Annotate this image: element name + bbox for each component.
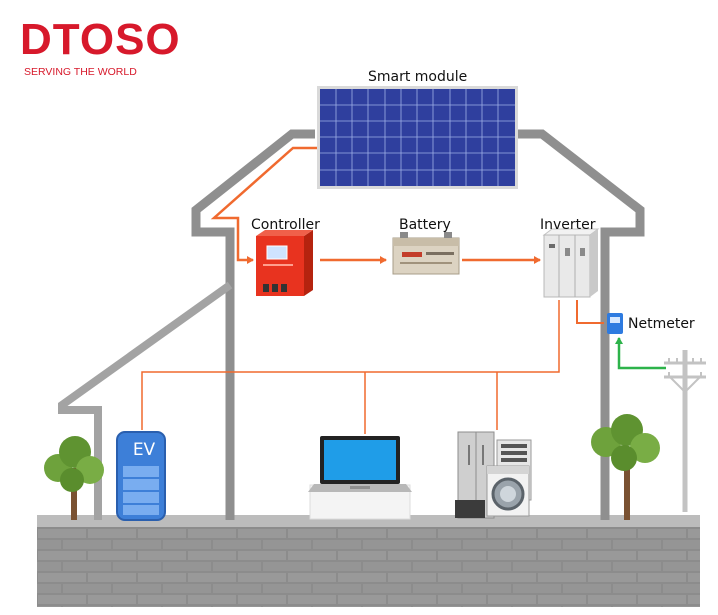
battery-label: Battery xyxy=(399,217,451,233)
tree-icon xyxy=(44,436,104,520)
netmeter-label: Netmeter xyxy=(628,316,695,332)
brand-logo: DTOSO xyxy=(20,15,181,64)
inverter-to-netmeter-wire xyxy=(576,300,604,324)
battery-icon xyxy=(392,232,460,275)
charge-controller-icon xyxy=(256,230,313,296)
ground-ledge xyxy=(37,515,700,527)
grid-to-netmeter-wire xyxy=(615,337,666,370)
laptop-icon xyxy=(308,436,412,520)
ev-charger-icon xyxy=(116,431,166,521)
utility-pole-icon xyxy=(664,350,706,512)
smart-module-label: Smart module xyxy=(368,69,468,85)
home-appliances-icon xyxy=(455,431,532,519)
brick-wall xyxy=(37,527,700,607)
solar-panel-icon xyxy=(317,86,518,189)
house-outline xyxy=(191,129,645,520)
ev-label: EV xyxy=(132,440,156,460)
controller-label: Controller xyxy=(251,217,320,233)
tree-icon xyxy=(591,414,660,520)
load-distribution-wire xyxy=(141,300,560,434)
netmeter-icon xyxy=(607,313,623,334)
side-roof xyxy=(58,281,233,520)
panel-to-controller-wire xyxy=(210,146,317,264)
inverter-label: Inverter xyxy=(540,217,596,233)
inverter-icon xyxy=(542,228,600,298)
brand-tagline: SERVING THE WORLD xyxy=(24,66,137,78)
